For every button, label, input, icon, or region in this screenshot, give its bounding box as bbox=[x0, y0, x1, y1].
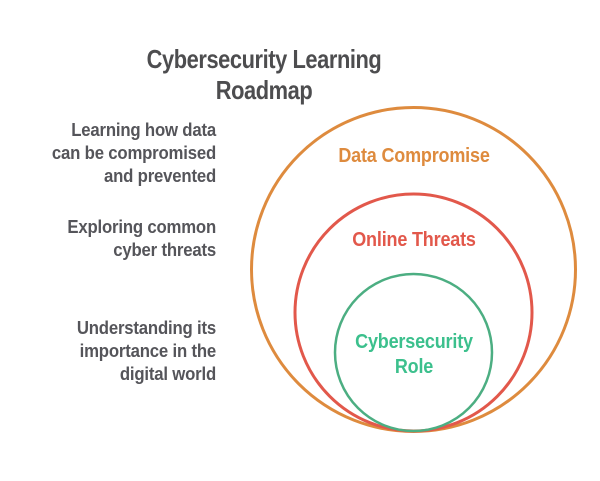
side-label-cybersecurity-role: Understanding its importance in the digi… bbox=[76, 318, 216, 384]
ring-label-cybersecurity-role: Cybersecurity Role bbox=[355, 331, 473, 378]
ring-label-online-threats: Online Threats bbox=[352, 229, 476, 251]
page-title: Cybersecurity Learning Roadmap bbox=[146, 44, 382, 105]
ring-label-data-compromise: Data Compromise bbox=[338, 145, 490, 167]
cybersecurity-role-ring bbox=[333, 272, 494, 433]
side-label-online-threats: Exploring common cyber threats bbox=[67, 217, 216, 260]
side-label-data-compromise: Learning how data can be compromised and… bbox=[51, 120, 216, 186]
